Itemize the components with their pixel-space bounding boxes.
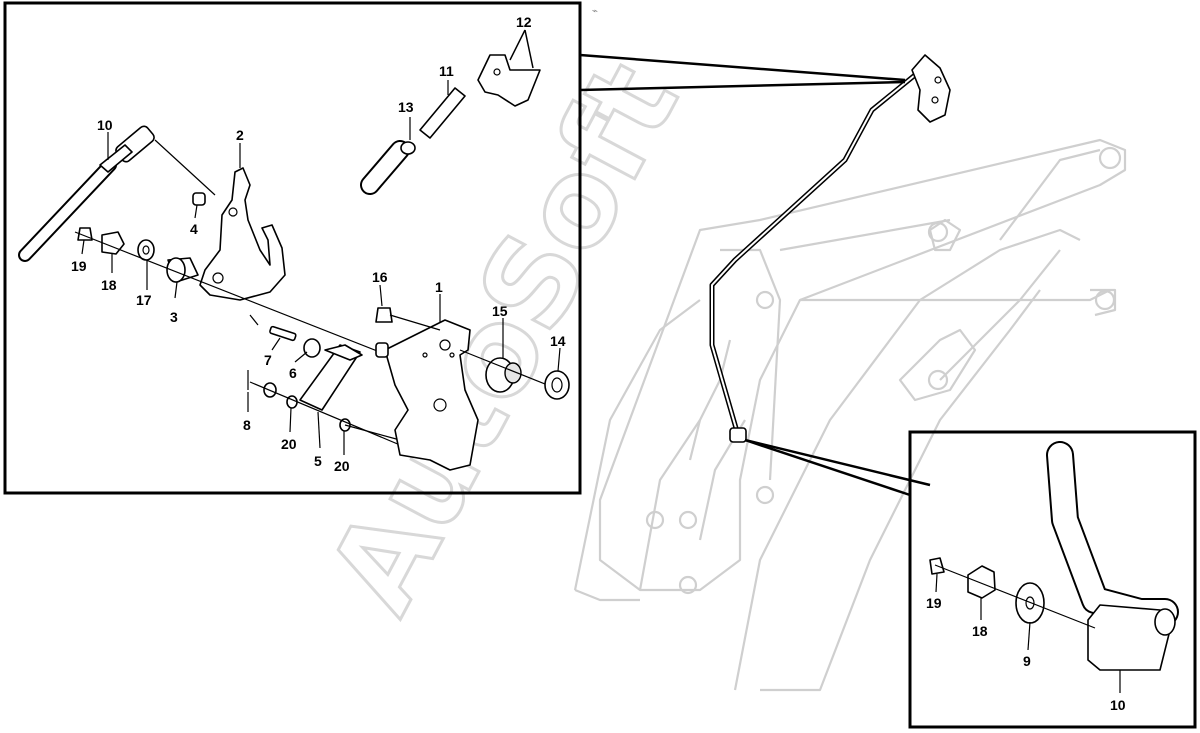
main-callouts: 1 2 3 4 5 6 7 8 10 11 12 13 14 15 16 17 … xyxy=(71,14,566,474)
callout-20a: 20 xyxy=(281,436,297,452)
callout-10: 10 xyxy=(97,117,113,133)
callout-13: 13 xyxy=(398,99,414,115)
callout-11: 11 xyxy=(439,63,454,79)
callout-16: 16 xyxy=(372,269,388,285)
callout-6: 6 xyxy=(289,365,297,381)
upper-bracket xyxy=(911,54,951,123)
detail-callout-19: 19 xyxy=(926,595,942,611)
callout-2: 2 xyxy=(236,127,244,143)
main-exploded-view xyxy=(18,54,570,471)
mounting-plate xyxy=(384,319,479,471)
detail-callout-9: 9 xyxy=(1023,653,1031,669)
corner-mark: ⌁ xyxy=(592,6,598,17)
detail-nut xyxy=(967,565,996,599)
main-detail-frame xyxy=(3,1,582,495)
callout-20b: 20 xyxy=(334,458,350,474)
lever-bracket xyxy=(199,167,286,301)
callout-12: 12 xyxy=(516,14,532,30)
watermark: AutoSoft xyxy=(301,40,707,635)
connector-lines xyxy=(579,53,931,497)
detail-callout-10: 10 xyxy=(1110,697,1126,713)
callout-19: 19 xyxy=(71,258,87,274)
callout-5: 5 xyxy=(314,453,322,469)
detail-inset-view: 19 18 9 10 xyxy=(926,441,1179,713)
callout-8: 8 xyxy=(243,417,251,433)
callout-17: 17 xyxy=(136,292,152,308)
callout-7: 7 xyxy=(264,352,272,368)
callout-4: 4 xyxy=(190,221,198,237)
stop-plate xyxy=(299,344,361,411)
callout-1: 1 xyxy=(435,279,443,295)
callout-3: 3 xyxy=(170,309,178,325)
watermark-text: AutoSoft xyxy=(303,42,706,634)
clevis-fork xyxy=(477,54,541,107)
callout-18: 18 xyxy=(101,277,117,293)
callout-15: 15 xyxy=(492,303,508,319)
detail-bushing xyxy=(1087,604,1171,671)
control-rod xyxy=(709,54,951,443)
loader-arm-outline xyxy=(573,138,1127,692)
rod-end-bushing xyxy=(729,427,747,443)
detail-inset-frame xyxy=(908,430,1197,729)
detail-callout-18: 18 xyxy=(972,623,988,639)
callout-14: 14 xyxy=(550,333,566,349)
